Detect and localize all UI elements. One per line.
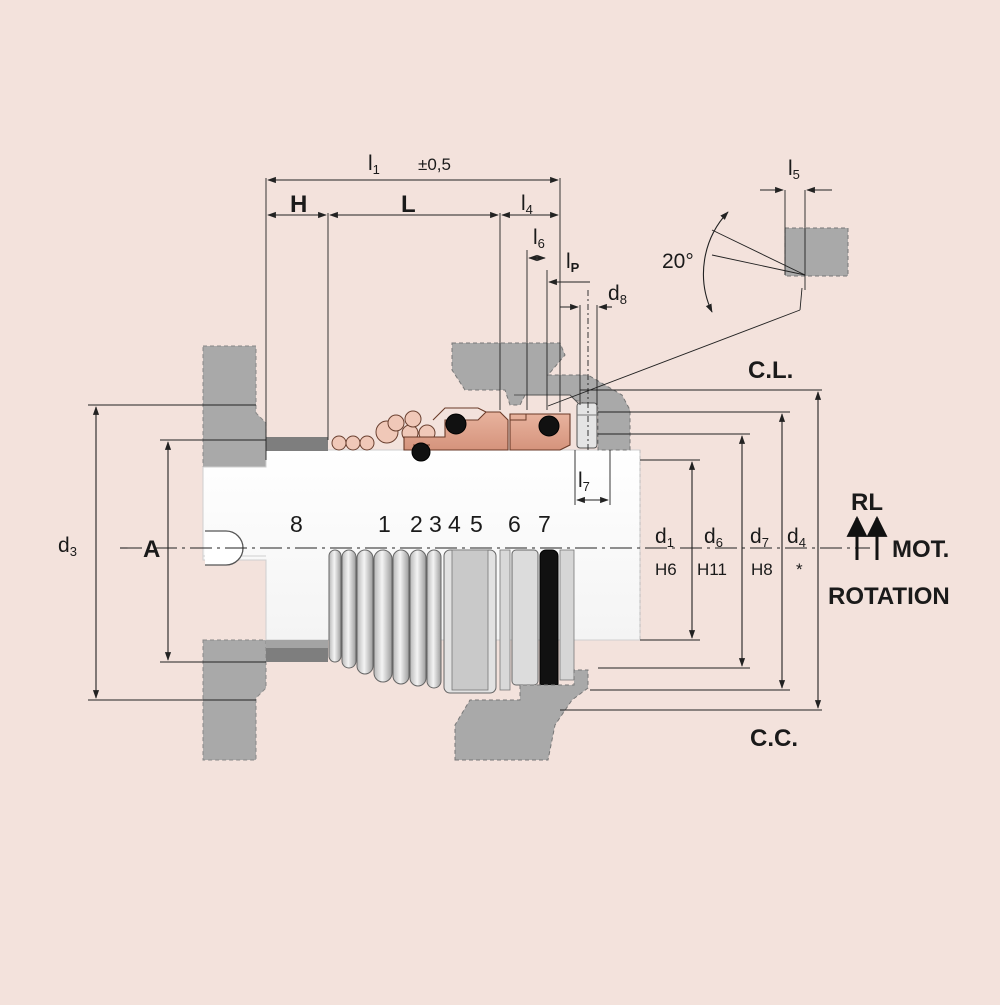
label-cl: C.L. [748,357,793,384]
label-l7: l7 [578,469,590,494]
part-number-6: 6 [508,511,521,537]
side-labels: C.L. C.C. RL MOT. ROTATION [748,357,950,752]
label-d7-tol: H8 [751,560,773,579]
o-ring-2 [411,442,431,462]
label-l1-tolerance: ±0,5 [418,155,451,174]
label-l6: l6 [533,226,545,251]
seat-6-upper [509,413,571,451]
part-number-1: 1 [378,511,391,537]
detail-view [702,186,849,313]
dimension-labels: l1 ±0,5 H L l4 l6 lP d8 l5 20° l7 d3 A d… [58,152,806,579]
label-d4-tol: * [796,560,803,579]
part-number-7: 7 [538,511,551,537]
anti-rotation-pin [576,402,598,449]
part-number-3: 3 [429,511,442,537]
part-number-8: 8 [290,511,303,537]
part-number-labels: 8 1 2 3 4 5 6 7 [290,511,551,537]
spring-lower [328,549,575,694]
label-lP: lP [566,250,580,275]
label-d8: d8 [608,282,627,307]
label-d7: d7 [750,525,769,550]
dimension-lines [88,176,822,711]
part-number-5: 5 [470,511,483,537]
label-A: A [143,536,160,563]
rotation-arrows [846,515,888,560]
part-8-collar [266,437,328,662]
part-number-4: 4 [448,511,461,537]
label-rotation: ROTATION [828,583,950,610]
label-cc: C.C. [750,725,798,752]
label-l5: l5 [788,157,800,182]
label-d6: d6 [704,525,723,550]
label-rl: RL [851,489,883,516]
label-d1-tol: H6 [655,560,677,579]
label-l1: l1 [368,152,380,177]
o-ring-7 [538,415,560,437]
label-l4: l4 [521,192,533,217]
label-d6-tol: H11 [697,560,727,579]
label-d3: d3 [58,534,77,559]
label-L: L [401,191,416,218]
gland-housing-lower [454,669,589,761]
label-H: H [290,191,307,218]
label-d4: d4 [787,525,806,550]
label-angle: 20° [662,250,694,273]
o-ring-4 [445,413,467,435]
label-mot: MOT. [892,536,949,563]
label-d1: d1 [655,525,674,550]
part-number-2: 2 [410,511,423,537]
